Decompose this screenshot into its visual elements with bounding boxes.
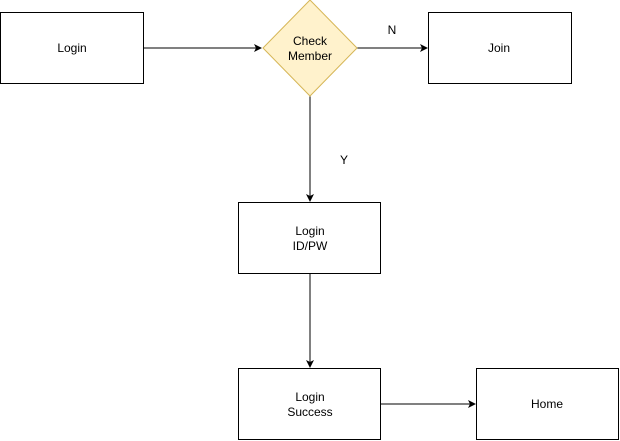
node-join: Join <box>428 12 572 84</box>
node-login: Login <box>0 12 144 84</box>
node-check-member-label-line-1: Check <box>293 34 328 48</box>
node-login-success-label-line-2: Success <box>287 405 332 419</box>
node-login-success-label-line-1: Login <box>295 390 324 404</box>
node-check-member-label-line-2: Member <box>288 49 332 63</box>
node-check-member: Check Member <box>262 0 358 97</box>
node-login-success: Login Success <box>238 368 381 440</box>
edge-label-no: N <box>388 23 397 37</box>
node-join-box <box>428 12 572 84</box>
node-login-box <box>0 12 144 84</box>
node-login-idpw-box <box>238 202 381 274</box>
node-login-idpw-label-line-2: ID/PW <box>293 239 328 253</box>
node-login-label: Login <box>57 41 86 55</box>
node-login-success-box <box>238 368 381 440</box>
node-home: Home <box>476 368 619 440</box>
node-login-idpw-label-line-1: Login <box>295 224 324 238</box>
node-home-box <box>476 368 619 440</box>
node-join-label: Join <box>488 41 510 55</box>
decision-diamond <box>262 0 358 97</box>
node-home-label: Home <box>531 397 563 411</box>
node-login-idpw: Login ID/PW <box>238 202 381 274</box>
edge-label-yes: Y <box>340 153 348 167</box>
